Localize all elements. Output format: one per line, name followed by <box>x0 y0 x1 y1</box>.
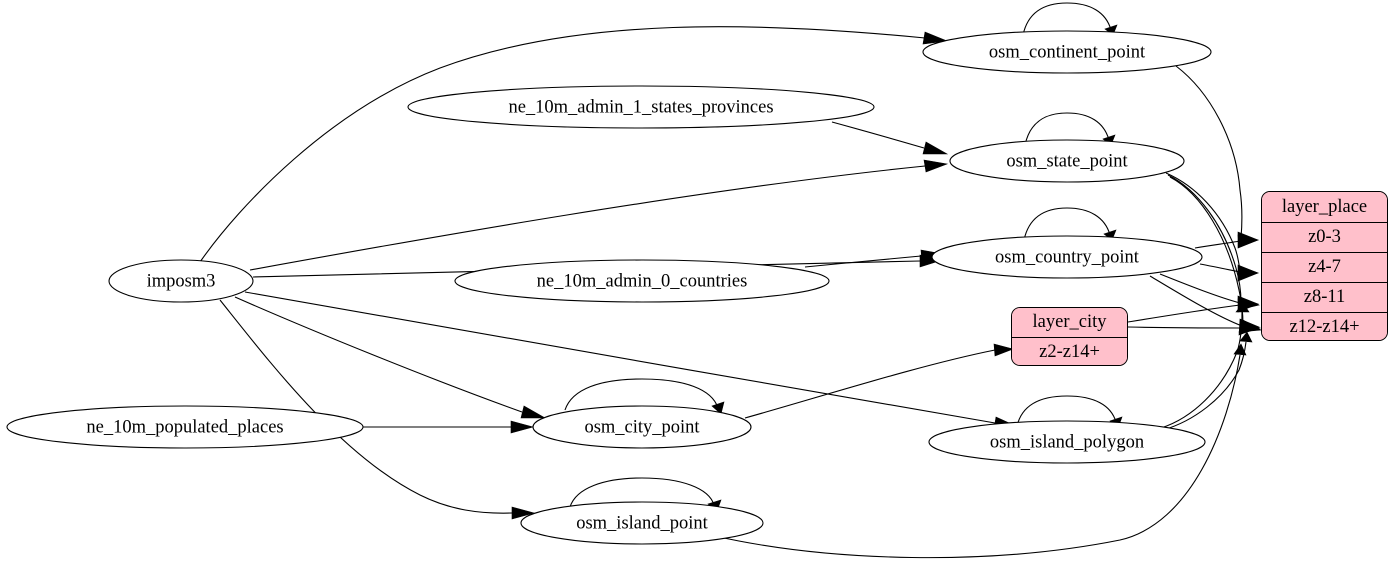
node-label-ne-10m-admin-0-countries: ne_10m_admin_0_countries <box>537 271 748 291</box>
arrowhead-osm-country-point-to-layer-place-z0-3 <box>1237 234 1260 248</box>
node-shape-ne-10m-populated-places[interactable] <box>6 405 364 449</box>
node-osm-island-polygon[interactable]: osm_island_polygon <box>928 420 1206 464</box>
arrowhead-imposm3-to-osm-island-point <box>511 506 536 520</box>
layer-place-header: layer_place <box>1262 192 1387 222</box>
arrowhead-imposm3-to-osm-continent-point <box>922 31 949 45</box>
edge-layer-city-to-layer-place-z8-11 <box>1127 304 1241 323</box>
node-osm-country-point[interactable]: osm_country_point <box>931 235 1203 279</box>
node-layer-place[interactable]: layer_place z0-3 z4-7 z8-11 z12-z14+ <box>1261 191 1388 341</box>
arrowhead-osm-city-point-to-layer-city-z2-z14 <box>993 343 1014 357</box>
arrowhead-imposm3-to-osm-city-point <box>520 405 547 419</box>
node-shape-ne-10m-admin-0-countries[interactable] <box>454 259 830 303</box>
node-label-osm-continent-point: osm_continent_point <box>989 42 1146 62</box>
edge-imposm3-to-osm-state-point <box>249 165 926 271</box>
layer-place-row-z12-z14[interactable]: z12-z14+ <box>1262 312 1387 340</box>
node-shape-osm-country-point[interactable] <box>931 235 1203 279</box>
layer-city-header: layer_city <box>1012 308 1127 337</box>
edge-layer-city-to-layer-place-z12-z14 <box>1127 326 1242 329</box>
edge-osm-country-point-to-layer-place-z0-3 <box>1194 240 1241 249</box>
arrowhead-ne-states-to-osm-state-point <box>922 141 949 155</box>
node-label-osm-city-point: osm_city_point <box>584 417 700 437</box>
edge-osm-country-point-to-layer-place-z12-z14 <box>1149 275 1243 327</box>
arrowhead-imposm3-to-osm-state-point <box>923 159 949 173</box>
edge-imposm3-to-osm-island-point <box>219 299 513 514</box>
node-osm-state-point[interactable]: osm_state_point <box>949 139 1185 183</box>
edge-osm-city-point-to-layer-city-z2-z14 <box>744 349 996 419</box>
node-shape-osm-city-point[interactable] <box>532 405 752 449</box>
edge-imposm3-to-osm-city-point <box>234 296 523 413</box>
edge-osm-island-polygon-to-layer-place-z8-11 <box>1160 311 1243 429</box>
node-shape-osm-island-polygon[interactable] <box>928 420 1206 464</box>
node-shape-osm-continent-point[interactable] <box>922 30 1212 74</box>
arrowhead-osm-country-point-to-layer-place-z4-7 <box>1237 265 1259 280</box>
edge-group <box>199 2 1262 559</box>
layer-place-row-z0-3[interactable]: z0-3 <box>1262 222 1387 252</box>
node-label-imposm3: imposm3 <box>147 271 216 291</box>
edge-self-loop-osm-state-point <box>1024 112 1110 146</box>
arrowhead-osm-island-polygon-to-layer-place-z8-11 <box>1235 302 1250 313</box>
node-ne-10m-admin-0-countries[interactable]: ne_10m_admin_0_countries <box>454 259 830 303</box>
node-layer-city[interactable]: layer_city z2-z14+ <box>1011 307 1128 366</box>
node-shape-osm-state-point[interactable] <box>949 139 1185 183</box>
edge-imposm3-to-osm-continent-point <box>199 26 926 263</box>
edge-osm-continent-point-to-layer-place-z0-3 <box>1175 65 1243 239</box>
edge-osm-state-point-to-layer-place-z4-7 <box>1165 172 1241 272</box>
edge-self-loop-osm-continent-point <box>1022 2 1112 36</box>
edge-self-loop-osm-island-polygon <box>1016 395 1117 427</box>
node-osm-city-point[interactable]: osm_city_point <box>532 405 752 449</box>
arrowhead-osm-island-point-to-layer-place-z12-z14 <box>1233 343 1247 356</box>
node-shape-ne-10m-admin-1-states-provinces[interactable] <box>407 85 875 129</box>
node-shape-imposm3[interactable] <box>108 259 254 303</box>
edge-ne-states-to-osm-state-point <box>831 121 925 149</box>
edge-osm-country-point-to-layer-place-z4-7 <box>1199 263 1241 273</box>
edge-self-loop-osm-country-point <box>1023 207 1111 241</box>
layer-place-row-z8-11[interactable]: z8-11 <box>1262 282 1387 312</box>
arrowhead-osm-island-polygon-to-layer-place-z12-z14 <box>1239 331 1253 343</box>
node-osm-continent-point[interactable]: osm_continent_point <box>922 30 1212 74</box>
node-group: imposm3 ne_10m_admin_1_states_provinces … <box>6 30 1212 545</box>
node-label-osm-country-point: osm_country_point <box>995 247 1140 267</box>
node-shape-osm-island-point[interactable] <box>520 501 764 545</box>
node-osm-island-point[interactable]: osm_island_point <box>520 501 764 545</box>
edge-osm-island-point-to-layer-place-z12-z14 <box>714 354 1241 559</box>
node-label-osm-island-polygon: osm_island_polygon <box>990 432 1144 452</box>
node-label-osm-state-point: osm_state_point <box>1006 151 1128 171</box>
arrowhead-self-loop-osm-city-point <box>711 401 725 415</box>
node-label-osm-island-point: osm_island_point <box>576 513 708 533</box>
arrowhead-ne-populated-to-osm-city-point <box>510 420 535 434</box>
edge-ne-countries-to-osm-country-point <box>804 255 922 268</box>
layer-place-row-z4-7[interactable]: z4-7 <box>1262 252 1387 282</box>
node-ne-10m-populated-places[interactable]: ne_10m_populated_places <box>6 405 364 449</box>
node-imposm3[interactable]: imposm3 <box>108 259 254 303</box>
edge-osm-state-point-to-layer-place-z8-11 <box>1167 174 1242 303</box>
edge-imposm3-to-osm-island-polygon <box>244 291 996 424</box>
node-label-ne-10m-admin-1-states-provinces: ne_10m_admin_1_states_provinces <box>508 97 773 117</box>
edge-self-loop-osm-island-point <box>569 477 715 508</box>
node-ne-10m-admin-1-states-provinces[interactable]: ne_10m_admin_1_states_provinces <box>407 85 875 129</box>
edge-self-loop-osm-city-point <box>564 378 719 411</box>
edge-osm-country-point-to-layer-place-z8-11 <box>1159 273 1241 304</box>
node-label-ne-10m-populated-places: ne_10m_populated_places <box>86 417 283 437</box>
layer-city-row-z2-z14[interactable]: z2-z14+ <box>1012 337 1127 365</box>
